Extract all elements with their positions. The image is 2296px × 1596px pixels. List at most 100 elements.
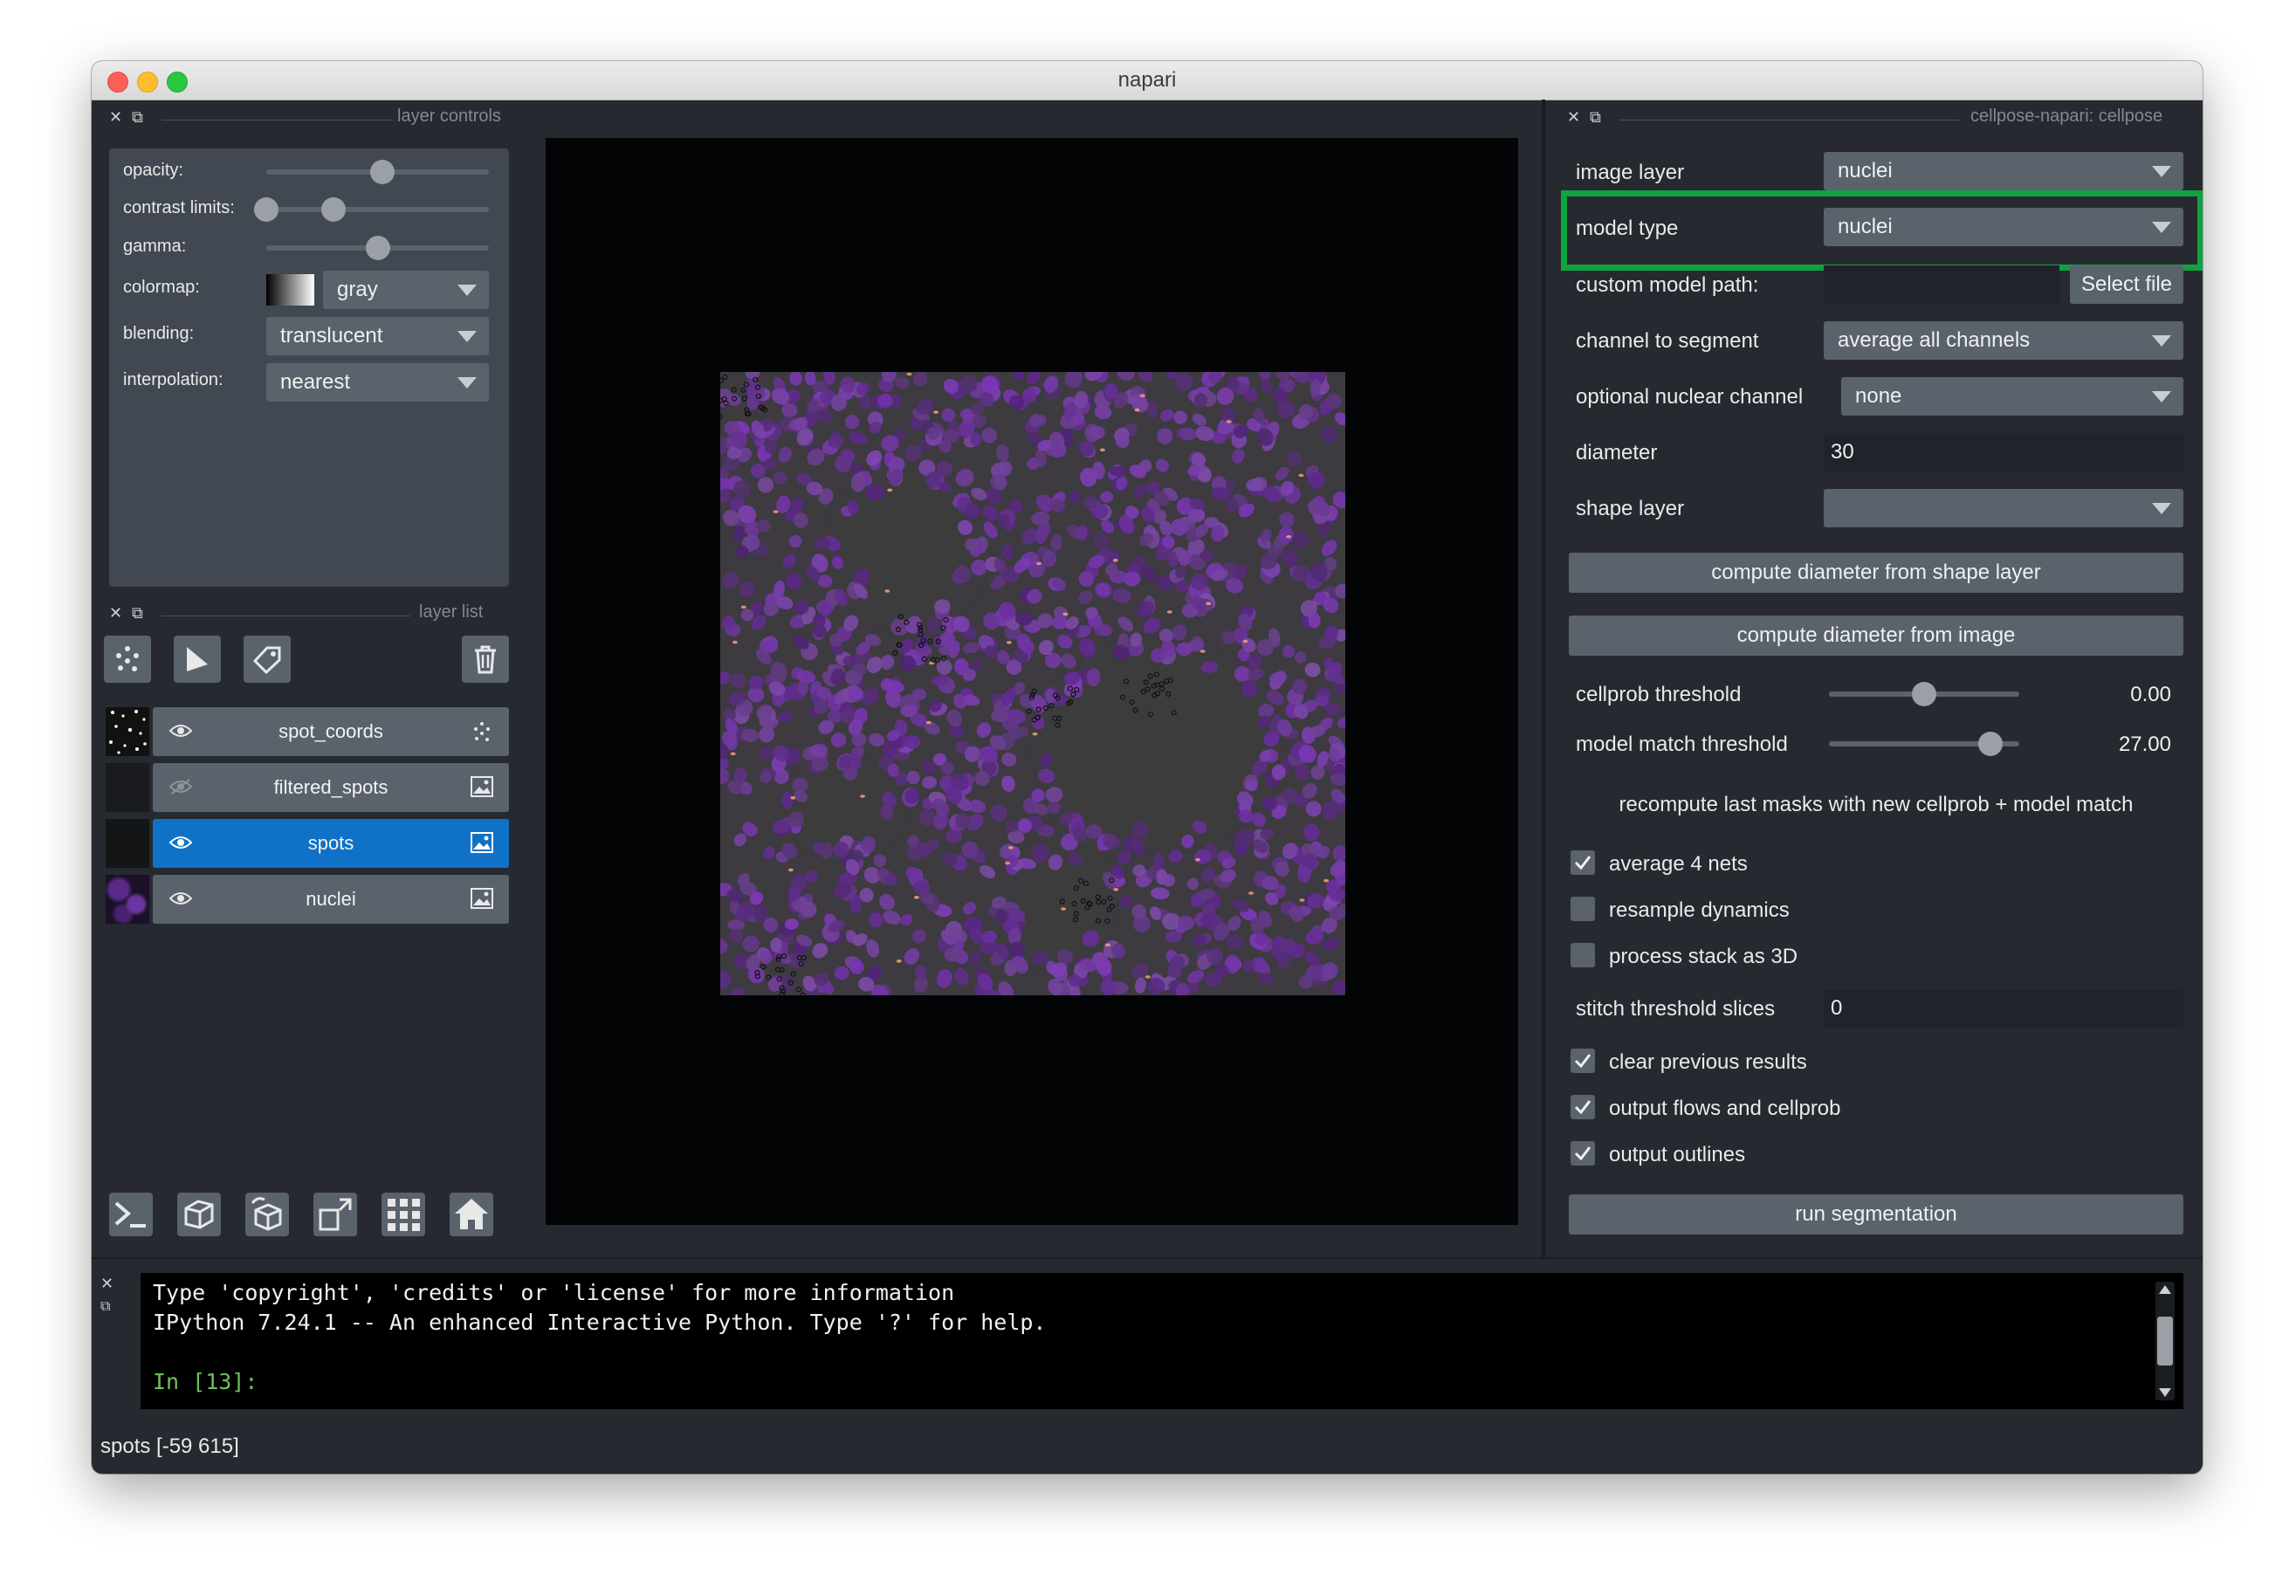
close-icon[interactable]: ✕ <box>1567 108 1581 126</box>
ipython-console[interactable]: Type 'copyright', 'credits' or 'license'… <box>141 1273 2183 1409</box>
chevron-down-icon <box>457 331 477 342</box>
contrast-limits-label: contrast limits: <box>123 198 235 217</box>
image-layer-icon <box>471 832 493 853</box>
interpolation-dropdown[interactable]: nearest <box>266 363 489 402</box>
average-nets-checkbox[interactable] <box>1571 850 1595 875</box>
compute-diameter-shape-label: compute diameter from shape layer <box>1711 561 2041 584</box>
blending-dropdown[interactable]: translucent <box>266 317 489 355</box>
chevron-down-icon <box>457 285 477 296</box>
resample-dynamics-label: resample dynamics <box>1609 898 1790 922</box>
new-points-layer-button[interactable] <box>104 636 151 683</box>
layer-row-filtered-spots[interactable]: filtered_spots <box>153 763 509 812</box>
contrast-min-handle[interactable] <box>254 197 278 222</box>
layer-controls-header: ✕ ⧉ layer controls <box>109 107 528 133</box>
output-flows-checkbox[interactable] <box>1571 1095 1595 1119</box>
ndisplay-icon[interactable] <box>177 1193 221 1236</box>
gamma-slider-handle[interactable] <box>365 236 390 260</box>
float-icon[interactable]: ⧉ <box>100 1299 111 1314</box>
napari-window: napari ✕ ⧉ layer controls opacity: contr… <box>92 61 2203 1474</box>
resample-dynamics-checkbox[interactable] <box>1571 897 1595 921</box>
opacity-label: opacity: <box>123 161 183 180</box>
nuclear-channel-label: optional nuclear channel <box>1576 385 1804 409</box>
zoom-window-button[interactable] <box>167 72 188 93</box>
layer-controls-panel: opacity: contrast limits: gamma: colorma… <box>109 148 509 587</box>
colormap-dropdown[interactable]: gray <box>323 271 489 309</box>
cellprob-slider-handle[interactable] <box>1912 682 1936 706</box>
console-icon[interactable] <box>109 1193 153 1236</box>
model-match-slider[interactable] <box>1829 741 2019 746</box>
run-segmentation-label: run segmentation <box>1795 1202 1957 1226</box>
chevron-down-icon <box>2152 222 2171 233</box>
run-segmentation-button[interactable]: run segmentation <box>1569 1194 2183 1235</box>
layer-name: spots <box>307 832 354 854</box>
stitch-threshold-input[interactable]: 0 <box>1824 989 2183 1028</box>
dock-splitter[interactable] <box>1542 100 1545 1259</box>
stitch-threshold-value: 0 <box>1831 996 1843 1020</box>
scrollbar-thumb[interactable] <box>2157 1317 2173 1366</box>
layer-row-spots[interactable]: spots <box>153 819 509 868</box>
cellprob-value: 0.00 <box>2130 683 2171 706</box>
layer-row-nuclei[interactable]: nuclei <box>153 875 509 924</box>
nuclear-channel-dropdown[interactable]: none <box>1841 377 2183 416</box>
layer-row-spot-coords[interactable]: spot_coords <box>153 707 509 756</box>
shape-layer-dropdown[interactable] <box>1824 489 2183 527</box>
model-match-slider-handle[interactable] <box>1978 732 2004 756</box>
image-layer-icon <box>471 776 493 797</box>
checkmark-icon <box>1574 856 1591 870</box>
console-line: IPython 7.24.1 -- An enhanced Interactiv… <box>153 1310 1047 1335</box>
contrast-max-handle[interactable] <box>320 197 346 222</box>
blending-value: translucent <box>280 324 383 347</box>
contrast-limits-slider[interactable] <box>266 207 489 212</box>
custom-model-label: custom model path: <box>1576 273 1759 297</box>
close-window-button[interactable] <box>107 72 128 93</box>
process-3d-label: process stack as 3D <box>1609 945 1798 968</box>
eye-icon[interactable] <box>168 834 193 851</box>
delete-layer-button[interactable] <box>462 636 509 683</box>
model-type-label: model type <box>1576 217 1679 240</box>
console-scrollbar[interactable] <box>2155 1282 2175 1400</box>
output-flows-label: output flows and cellprob <box>1609 1097 1841 1120</box>
output-outlines-checkbox[interactable] <box>1571 1141 1595 1166</box>
select-file-button[interactable]: Select file <box>2070 265 2183 304</box>
scroll-down-icon[interactable] <box>2159 1388 2171 1397</box>
recompute-label[interactable]: recompute last masks with new cellprob +… <box>1619 793 2134 816</box>
window-title: napari <box>1117 68 1177 92</box>
eye-icon[interactable] <box>168 722 193 740</box>
roll-dims-icon[interactable] <box>245 1193 289 1236</box>
channel-dropdown[interactable]: average all channels <box>1824 321 2183 360</box>
float-icon[interactable]: ⧉ <box>132 108 143 126</box>
status-bar: spots [-59 615] <box>100 1434 239 1458</box>
custom-model-path-input[interactable] <box>1824 265 2059 304</box>
close-icon[interactable]: ✕ <box>100 1275 114 1292</box>
console-splitter[interactable] <box>92 1257 2203 1259</box>
new-shapes-layer-button[interactable] <box>174 636 221 683</box>
scroll-up-icon[interactable] <box>2159 1285 2171 1294</box>
compute-diameter-image-button[interactable]: compute diameter from image <box>1569 616 2183 656</box>
layer-name: spot_coords <box>278 720 383 742</box>
console-prompt: In [13]: <box>153 1369 258 1394</box>
home-icon[interactable] <box>450 1193 493 1236</box>
float-icon[interactable]: ⧉ <box>132 604 143 622</box>
new-labels-layer-button[interactable] <box>244 636 291 683</box>
model-type-dropdown[interactable]: nuclei <box>1824 208 2183 246</box>
close-icon[interactable]: ✕ <box>109 604 123 622</box>
minimize-window-button[interactable] <box>137 72 158 93</box>
float-icon[interactable]: ⧉ <box>1590 108 1601 126</box>
diameter-input[interactable]: 30 <box>1824 433 2183 471</box>
cellprob-label: cellprob threshold <box>1576 683 1742 706</box>
grid-icon[interactable] <box>382 1193 425 1236</box>
image-layer-icon <box>471 888 493 909</box>
eye-icon[interactable] <box>168 890 193 907</box>
compute-diameter-shape-button[interactable]: compute diameter from shape layer <box>1569 553 2183 593</box>
close-icon[interactable]: ✕ <box>109 108 123 126</box>
opacity-slider-handle[interactable] <box>369 160 395 184</box>
eye-hidden-icon[interactable] <box>168 778 193 795</box>
transpose-dims-icon[interactable] <box>313 1193 357 1236</box>
channel-value: average all channels <box>1838 328 2031 352</box>
image-layer-dropdown[interactable]: nuclei <box>1824 152 2183 190</box>
title-bar: napari <box>92 61 2203 100</box>
layer-thumbnail <box>106 707 149 756</box>
layer-name: filtered_spots <box>273 776 388 798</box>
clear-previous-checkbox[interactable] <box>1571 1049 1595 1073</box>
process-3d-checkbox[interactable] <box>1571 943 1595 967</box>
